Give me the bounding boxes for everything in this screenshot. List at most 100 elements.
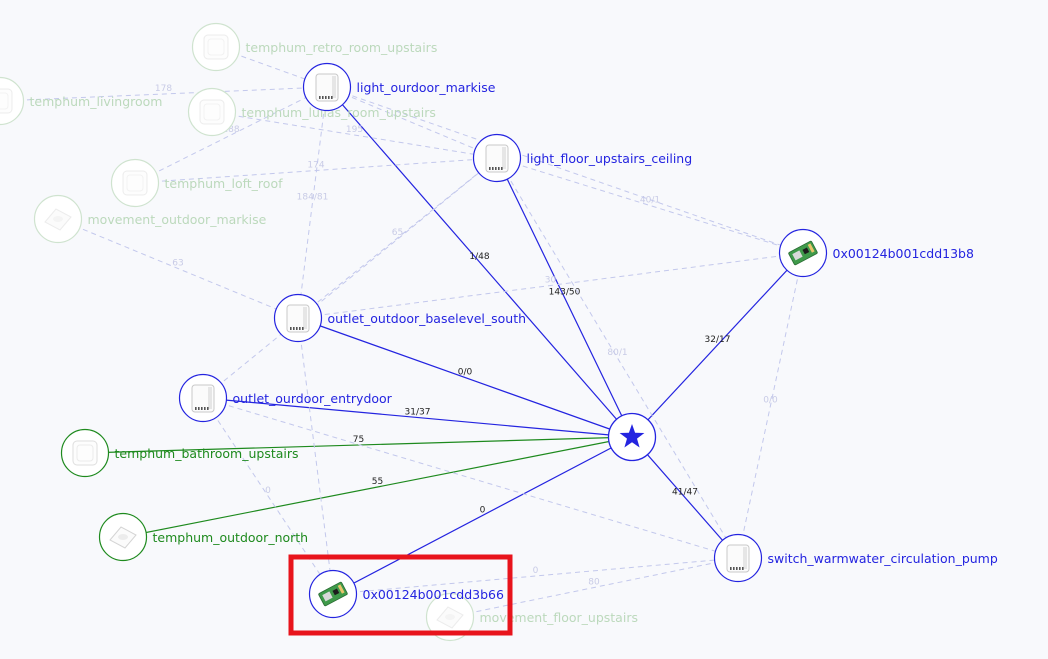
edge-label: 174 (307, 161, 324, 171)
sensor-icon (72, 440, 98, 466)
edge-line (631, 252, 804, 438)
edge-line (202, 157, 498, 399)
edge-line (326, 86, 498, 159)
edge-label: 80/1 (607, 348, 627, 358)
node-label: 0x00124b001cdd3b66 (363, 587, 504, 602)
switch-module-icon (191, 384, 215, 413)
node-label: temphum_livingroom (30, 94, 163, 109)
edge-label: 184/81 (297, 193, 329, 203)
edge-label: 30 (545, 276, 557, 286)
node-b66[interactable]: 0x00124b001cdd3b66 (308, 569, 504, 619)
edge-line (297, 157, 498, 319)
nodes-layer: temphum_retro_room_upstairs temphum_livin… (0, 22, 998, 642)
node-label: temphum_bathroom_upstairs (115, 446, 299, 461)
selection-highlight-box (288, 554, 513, 636)
edge-label: 31/37 (405, 408, 431, 418)
node-lullaroom[interactable]: temphum_lullas_room_upstairs (187, 87, 436, 137)
node-south[interactable]: outlet_outdoor_baselevel_south (273, 293, 527, 343)
edge-line (297, 317, 334, 595)
node-entry[interactable]: outlet_ourdoor_entrydoor (178, 373, 393, 423)
motion-sensor-icon (436, 606, 464, 629)
node-bath[interactable]: temphum_bathroom_upstairs (60, 428, 299, 478)
edge-line (332, 436, 633, 595)
edge-label: 0/0 (458, 368, 473, 378)
node-movfloor[interactable]: movement_floor_upstairs (425, 592, 638, 642)
node-pump[interactable]: switch_warmwater_circulation_pump (713, 533, 998, 583)
edge-line (737, 252, 804, 559)
node-living[interactable]: temphum_livingroom (0, 76, 163, 126)
edges-layer: 1/48 143/50 32/17 0/0 31/37 75 55 41/47 0 178 195 1… (0, 46, 804, 618)
node-label: temphum_retro_room_upstairs (246, 40, 438, 55)
node-markise[interactable]: light_ourdoor_markise (302, 62, 496, 112)
star-icon (619, 424, 645, 448)
edge-label: 32/17 (705, 335, 731, 345)
edge-line (496, 157, 739, 559)
node-label: outlet_ourdoor_entrydoor (233, 391, 393, 406)
edge-label: 188 (222, 125, 239, 135)
edge-label: 75 (353, 435, 364, 445)
sensor-icon (122, 170, 148, 196)
node-b8[interactable]: 0x00124b001cdd13b8 (778, 228, 974, 278)
edge-line (134, 157, 498, 184)
edge-line (332, 557, 739, 595)
node-movmarkise[interactable]: movement_outdoor_markise (33, 194, 267, 244)
switch-module-icon (485, 144, 509, 173)
switch-module-icon (286, 304, 310, 333)
node-label: movement_floor_upstairs (480, 610, 638, 625)
edge-label: 143/50 (549, 288, 581, 298)
node-retro[interactable]: temphum_retro_room_upstairs (191, 22, 438, 72)
motion-sensor-icon (44, 208, 72, 231)
edge-line (297, 317, 633, 438)
edge-label: 65 (392, 228, 403, 238)
motion-sensor-icon (109, 526, 137, 549)
edge-line (326, 86, 633, 438)
edge-label: 63 (172, 259, 183, 269)
node-coordinator[interactable] (607, 412, 657, 462)
edge-label: 40/1 (640, 196, 660, 206)
edge-label: 178 (155, 84, 172, 94)
circuit-board-icon (318, 581, 348, 607)
edge-line (449, 557, 739, 618)
node-label: temphum_outdoor_north (153, 530, 309, 545)
edge-label: 41/47 (672, 488, 698, 498)
node-loft[interactable]: temphum_loft_roof (110, 158, 284, 208)
edge-line (122, 436, 633, 538)
edge-label: 55 (372, 477, 383, 487)
node-label: temphum_loft_roof (165, 176, 284, 191)
edge-label: 1/48 (469, 252, 489, 262)
edge-line (496, 157, 804, 254)
edge-line (297, 86, 328, 319)
sensor-icon (203, 34, 229, 60)
circuit-board-icon (788, 240, 818, 266)
edge-label: 80 (588, 578, 600, 588)
node-label: movement_outdoor_markise (88, 212, 267, 227)
edge-label: 195 (346, 125, 363, 135)
node-label: 0x00124b001cdd13b8 (833, 246, 974, 261)
edge-line (326, 86, 804, 254)
edge-line (297, 252, 804, 319)
edge-line (202, 397, 633, 438)
node-ceiling[interactable]: light_floor_upstairs_ceiling (472, 133, 693, 183)
edge-label: 0 (480, 506, 486, 516)
switch-module-icon (726, 544, 750, 573)
edge-line (0, 86, 328, 102)
edge-line (496, 157, 633, 438)
edge-line (202, 397, 739, 559)
edge-label: 0/0 (763, 396, 778, 406)
node-label: light_floor_upstairs_ceiling (527, 151, 693, 166)
node-label: outlet_outdoor_baselevel_south (328, 311, 527, 326)
edge-line (57, 218, 299, 319)
node-north[interactable]: temphum_outdoor_north (98, 512, 309, 562)
switch-module-icon (315, 73, 339, 102)
node-label: light_ourdoor_markise (357, 80, 496, 95)
sensor-icon (199, 99, 225, 125)
edge-line (631, 436, 739, 559)
edge-line (211, 111, 498, 159)
edge-line (202, 397, 334, 595)
edge-label: 0 (533, 566, 539, 576)
node-label: temphum_lullas_room_upstairs (242, 105, 436, 120)
node-label: switch_warmwater_circulation_pump (768, 551, 998, 566)
edge-label: 0 (265, 486, 271, 496)
sensor-icon (0, 88, 13, 114)
